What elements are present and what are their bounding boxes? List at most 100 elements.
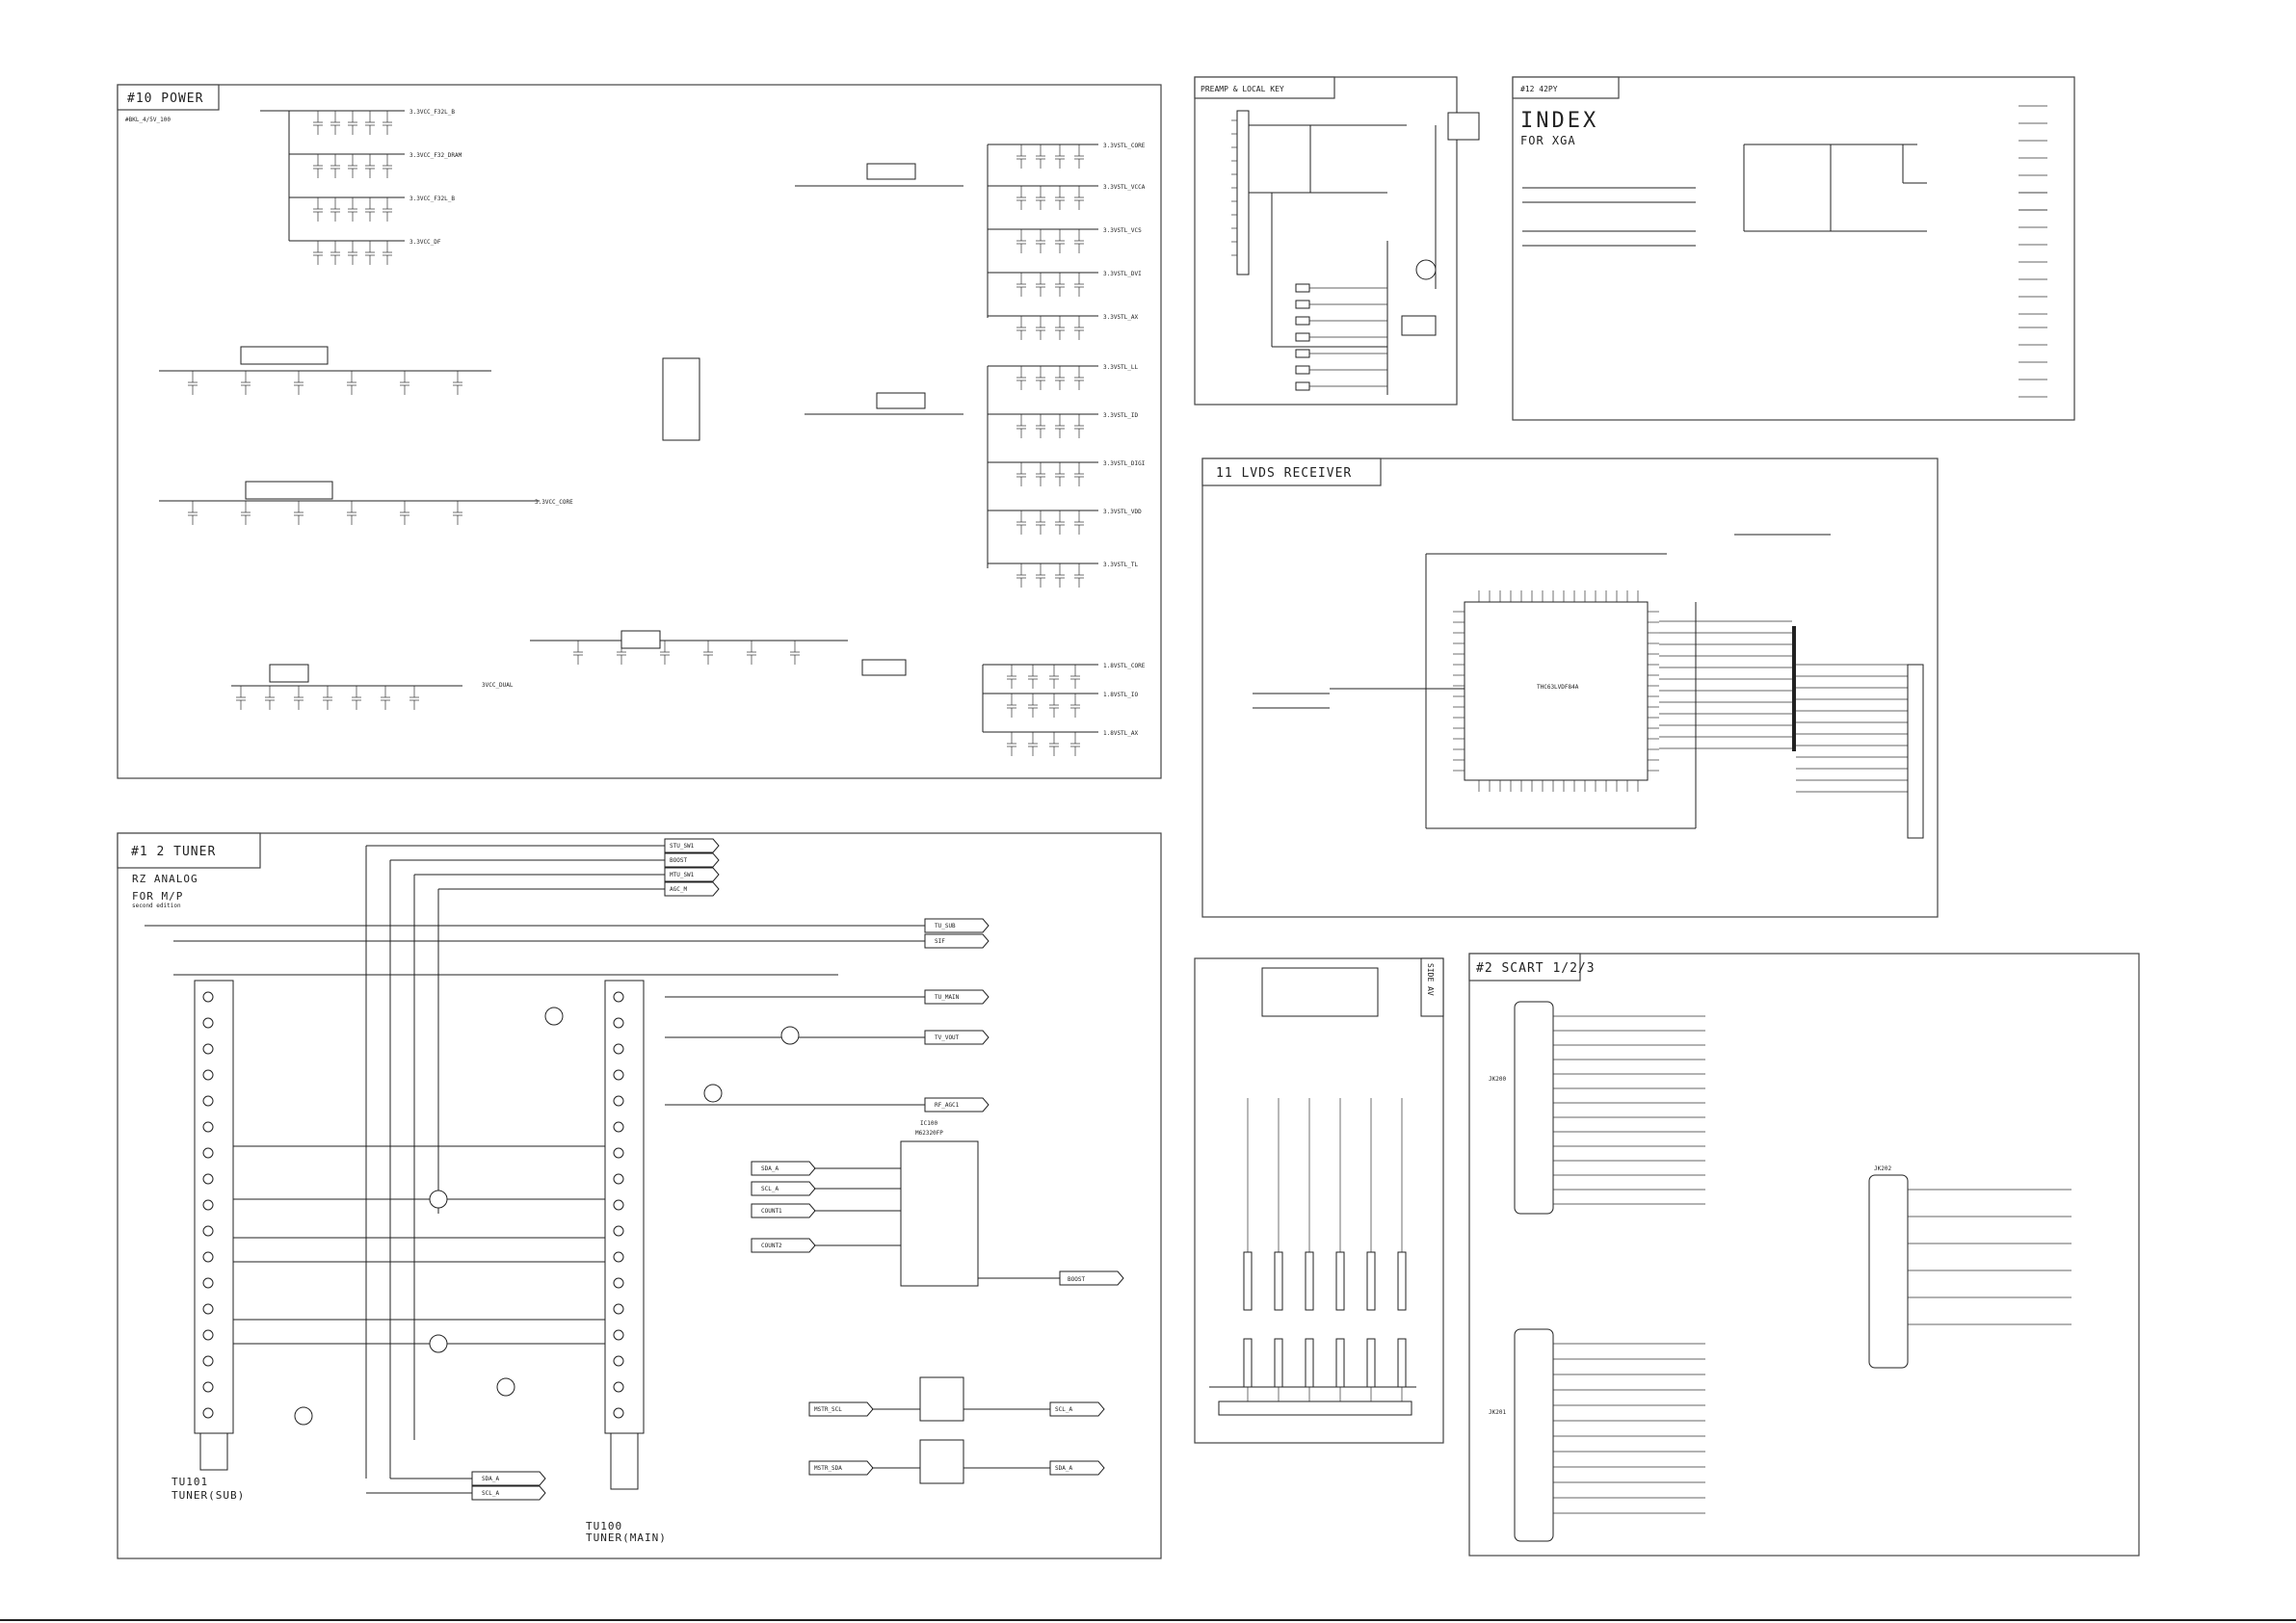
tuner-pin bbox=[613, 1199, 624, 1211]
rail-label: 3.3VSTL_CORE bbox=[1103, 143, 1146, 149]
scart-connector-3 bbox=[1868, 1174, 1909, 1369]
power-panel: #10 POWER #BKL_4/5V_100 3.3VCC_F32L_B 3.… bbox=[117, 84, 1162, 779]
net-label: RF_AGC1 bbox=[935, 1102, 960, 1109]
side-av-connector bbox=[1218, 1400, 1412, 1416]
transistor-symbol bbox=[544, 1007, 564, 1026]
index-heading: INDEX bbox=[1520, 109, 1598, 133]
regulator-ic bbox=[861, 659, 907, 676]
ic100-chip bbox=[900, 1140, 979, 1287]
tuner-pin bbox=[613, 1173, 624, 1185]
power-rail-labels-right: 3.3VSTL_CORE 3.3VSTL_VCCA 3.3VSTL_VCS 3.… bbox=[482, 143, 1146, 737]
bus-switch-ic bbox=[919, 1376, 964, 1422]
rail-label: 3.3VCC_F32L_B bbox=[409, 196, 455, 202]
tuner-pin bbox=[202, 1303, 214, 1315]
key-switch bbox=[1295, 283, 1310, 293]
av-filter bbox=[1305, 1338, 1314, 1388]
net-label: SCL_A bbox=[761, 1186, 779, 1192]
ic100-part: M62320FP bbox=[915, 1130, 943, 1137]
regulator-ic bbox=[866, 163, 916, 180]
rail-label: 1.8VSTL_AX bbox=[1103, 730, 1139, 737]
preamp-connector bbox=[1236, 110, 1250, 275]
jk200-ref: JK200 bbox=[1489, 1076, 1506, 1083]
lvds-receiver-ic bbox=[1464, 601, 1649, 781]
tuner-title: #1 2 TUNER bbox=[131, 845, 216, 859]
net-label: COUNT2 bbox=[761, 1243, 782, 1249]
net-label: SCL_A bbox=[482, 1490, 499, 1497]
tuner-line1: RZ ANALOG bbox=[132, 873, 198, 885]
output-bus bbox=[1792, 626, 1796, 751]
jk202-ref: JK202 bbox=[1874, 1165, 1891, 1172]
power-connector bbox=[662, 357, 700, 441]
net-label: SDA_A bbox=[761, 1165, 779, 1172]
rail-label: 3.3VSTL_TL bbox=[1103, 562, 1139, 568]
key-switch bbox=[1295, 365, 1310, 375]
tuner-pin bbox=[613, 1225, 624, 1237]
tuner-line3: second edition bbox=[132, 903, 181, 909]
power-note: #BKL_4/5V_100 bbox=[125, 117, 171, 123]
av-filter bbox=[1366, 1251, 1376, 1311]
index-subheading: FOR XGA bbox=[1520, 134, 1576, 147]
tuner-pin bbox=[202, 1199, 214, 1211]
tuner-pin bbox=[202, 991, 214, 1003]
net-label: SIF bbox=[935, 938, 945, 945]
regulator-ic bbox=[240, 346, 329, 365]
av-filter bbox=[1243, 1338, 1253, 1388]
transistor-symbol bbox=[703, 1084, 723, 1103]
preamp-title: PREAMP & LOCAL KEY bbox=[1201, 85, 1284, 93]
net-label: SDA_A bbox=[482, 1476, 499, 1482]
tuner-pin bbox=[613, 1277, 624, 1289]
tuner-pin bbox=[202, 1147, 214, 1159]
transistor-symbol bbox=[429, 1190, 448, 1209]
jk201-ref: JK201 bbox=[1489, 1409, 1506, 1416]
av-filter bbox=[1274, 1251, 1283, 1311]
scart-connector-1 bbox=[1514, 1001, 1554, 1215]
tuner-pin bbox=[202, 1069, 214, 1081]
av-filter bbox=[1243, 1251, 1253, 1311]
lvds-panel: 11 LVDS RECEIVER THC63LVDF84A bbox=[1201, 458, 1939, 918]
scart-connector-2 bbox=[1514, 1328, 1554, 1542]
preamp-panel: PREAMP & LOCAL KEY bbox=[1194, 76, 1480, 406]
side-av-panel: SIDE AV bbox=[1194, 957, 1444, 1444]
rail-label: 3.3VCC_CORE bbox=[535, 499, 573, 506]
net-label: MTU_SW1 bbox=[670, 872, 695, 878]
tuner-pin bbox=[613, 1355, 624, 1367]
scart-panel: #2 SCART 1/2/3 JK200 JK201 JK202 bbox=[1468, 953, 2140, 1557]
tuner-pin bbox=[202, 1225, 214, 1237]
tu101-name: TUNER(SUB) bbox=[172, 1489, 245, 1502]
tuner-pin bbox=[202, 1355, 214, 1367]
regulator-ic bbox=[269, 664, 309, 683]
tuner-pin bbox=[613, 991, 624, 1003]
transistor-symbol bbox=[1415, 259, 1437, 280]
tuner-pin bbox=[613, 1147, 624, 1159]
tuner-line2: FOR M/P bbox=[132, 890, 183, 903]
tuner-pin bbox=[202, 1095, 214, 1107]
tuner-panel: #1 2 TUNER RZ ANALOG FOR M/P second edit… bbox=[117, 832, 1162, 1559]
index-title: #12 42PY bbox=[1520, 85, 1558, 93]
av-filter bbox=[1397, 1338, 1407, 1388]
bus-switch-ic bbox=[919, 1439, 964, 1484]
transistor-symbol bbox=[294, 1406, 313, 1426]
led-symbol bbox=[1401, 315, 1437, 336]
net-label: MSTR_SCL bbox=[814, 1406, 842, 1413]
tuner-pin bbox=[613, 1251, 624, 1263]
rail-label: 3.3VCC_DF bbox=[409, 239, 441, 246]
rail-label: 1.8VSTL_IO bbox=[1103, 692, 1139, 698]
net-label: COUNT1 bbox=[761, 1208, 782, 1215]
tuner-net-flags: STU_SW1 BOOST MTU_SW1 AGC_M TU_SUB SIF T… bbox=[471, 838, 1124, 1501]
rail-label: 3.3VCC_F32L_B bbox=[409, 109, 455, 116]
av-filter bbox=[1366, 1338, 1376, 1388]
tuner-pin bbox=[613, 1017, 624, 1029]
tu101-ref: TU101 bbox=[172, 1476, 208, 1488]
side-av-title: SIDE AV bbox=[1426, 963, 1435, 996]
net-label: MSTR_SDA bbox=[814, 1465, 842, 1472]
index-panel: #12 42PY INDEX FOR XGA bbox=[1512, 76, 2075, 421]
tuner-pin bbox=[202, 1407, 214, 1419]
rail-label: 3.3VSTL_ID bbox=[1103, 412, 1139, 419]
rail-label: 3VCC_DUAL bbox=[482, 682, 514, 689]
tuner-sub-rf-connector bbox=[199, 1432, 228, 1471]
net-label: AGC_M bbox=[670, 886, 687, 893]
net-label: SDA_A bbox=[1055, 1465, 1072, 1472]
tuner-pin bbox=[202, 1121, 214, 1133]
key-switch bbox=[1295, 349, 1310, 358]
